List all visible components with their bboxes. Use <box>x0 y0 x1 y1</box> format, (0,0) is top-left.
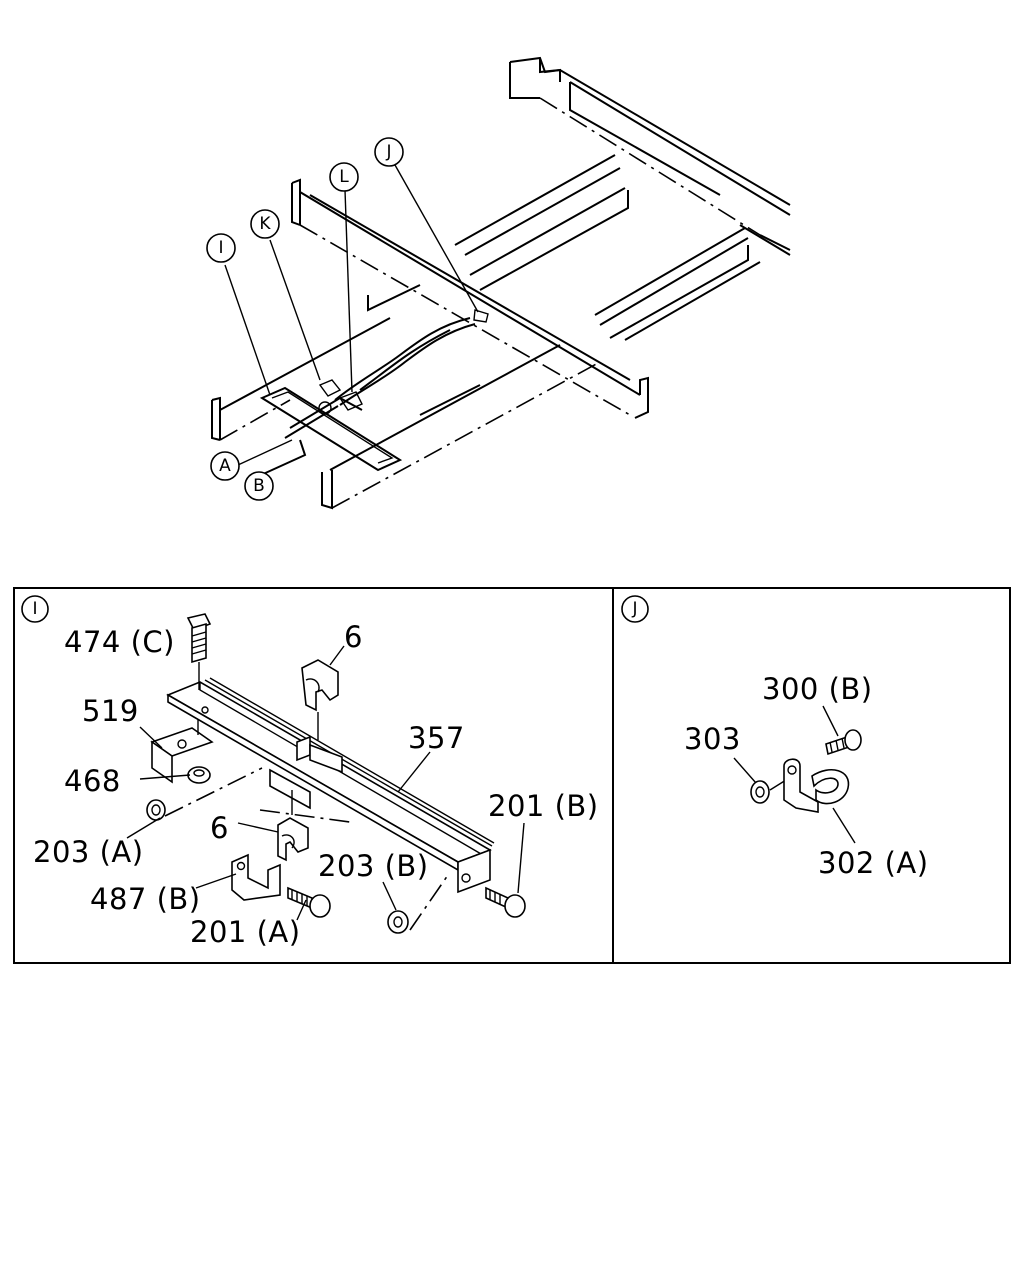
clamp-302a <box>783 758 850 813</box>
detail-i-leaders <box>126 645 525 921</box>
callout-l-text: L <box>339 167 349 187</box>
dashline-203b <box>409 874 449 931</box>
bolt-201b <box>485 886 526 918</box>
detail-frames <box>13 587 1011 964</box>
clip-6-bottom <box>277 790 309 862</box>
bracket-487b <box>231 853 281 901</box>
label-203a: 203 (A) <box>33 835 144 869</box>
detail-i-tag: I <box>21 595 49 623</box>
bracket-assembly-i <box>249 379 403 481</box>
callout-b-text: B <box>253 476 265 496</box>
nut-303 <box>750 780 770 804</box>
detail-frame-outer <box>13 587 1011 964</box>
label-303: 303 <box>684 722 741 756</box>
bracket-519 <box>150 720 214 784</box>
side-rail-upper <box>509 56 791 256</box>
cross-members <box>454 154 761 341</box>
main-rail <box>291 178 649 419</box>
label-6-bottom: 6 <box>210 811 229 845</box>
label-468: 468 <box>64 764 121 798</box>
nut-468 <box>187 766 211 784</box>
callout-a-text: A <box>219 456 231 476</box>
bolt-474c <box>186 613 212 690</box>
label-201a: 201 (A) <box>190 915 301 949</box>
wire-harness <box>334 309 489 406</box>
label-300b: 300 (B) <box>762 672 873 706</box>
callout-j-text: J <box>385 142 391 162</box>
dashline-203a <box>164 767 263 817</box>
detail-j-leaders <box>733 705 856 844</box>
chassis-overview: I K L J A B <box>206 56 791 510</box>
dashline-center <box>259 809 351 823</box>
bolt-201a <box>287 886 331 918</box>
bracket-357 <box>166 677 495 894</box>
label-487b: 487 (B) <box>90 882 201 916</box>
label-302a: 302 (A) <box>818 846 929 880</box>
detail-j-tag-text: J <box>631 599 637 619</box>
nut-203a <box>146 799 166 821</box>
callout-k: K <box>250 209 280 239</box>
detail-j: J 300 (B) 303 302 (A) <box>621 595 929 880</box>
callout-b: B <box>244 471 274 501</box>
nut-203b <box>387 910 409 934</box>
detail-i-tag-text: I <box>32 599 37 619</box>
clip-6-top <box>301 659 339 740</box>
callout-l: L <box>329 162 359 192</box>
label-474c: 474 (C) <box>64 625 175 659</box>
callout-j: J <box>374 137 404 167</box>
label-357: 357 <box>408 721 465 755</box>
callout-i: I <box>206 233 236 263</box>
label-203b: 203 (B) <box>318 849 429 883</box>
bolt-300b <box>825 729 862 756</box>
overview-leaders <box>224 164 479 466</box>
label-519: 519 <box>82 694 139 728</box>
lower-rail <box>211 284 601 510</box>
callout-a: A <box>210 451 240 481</box>
callout-i-text: I <box>218 238 223 258</box>
callout-k-text: K <box>259 214 271 234</box>
detail-i: I <box>21 595 599 949</box>
label-6-top: 6 <box>344 620 363 654</box>
detail-j-tag: J <box>621 595 649 623</box>
label-201b: 201 (B) <box>488 789 599 823</box>
